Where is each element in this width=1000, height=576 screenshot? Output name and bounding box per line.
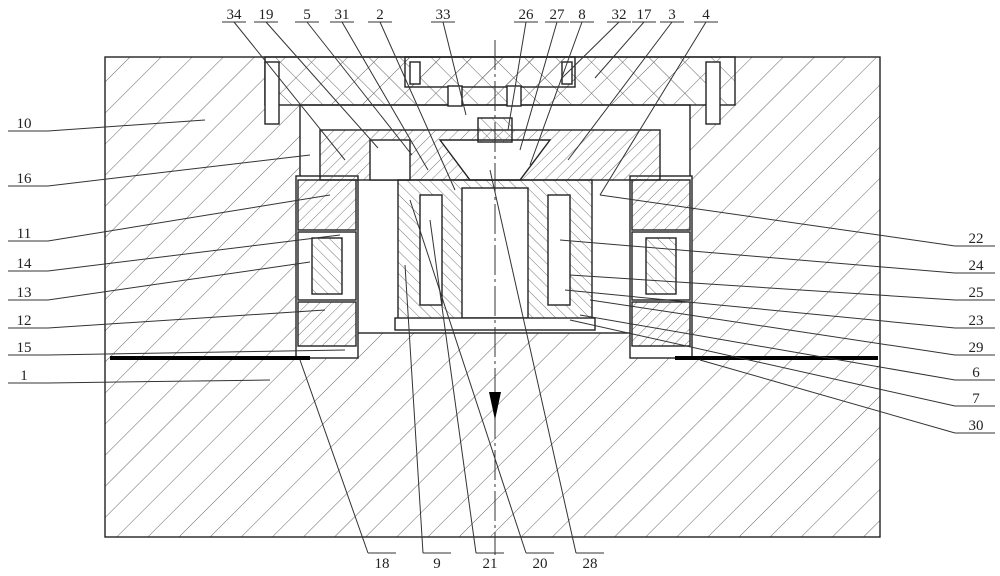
part-label-33: 33	[436, 7, 451, 23]
leader-line	[306, 21, 413, 156]
part-label-17: 17	[637, 7, 653, 23]
leader-line	[594, 21, 645, 79]
part-label-15: 15	[17, 340, 32, 356]
part-label-10: 10	[17, 116, 32, 132]
part-label-19: 19	[259, 7, 274, 23]
part-label-3: 3	[668, 7, 676, 23]
part-label-25: 25	[969, 285, 984, 301]
part-label-23: 23	[969, 313, 984, 329]
part-label-16: 16	[17, 171, 33, 187]
leader-line	[599, 21, 707, 196]
part-label-1: 1	[20, 368, 28, 384]
part-label-32: 32	[612, 7, 627, 23]
leader-line	[507, 21, 527, 131]
leader-line	[47, 119, 206, 132]
part-label-28: 28	[583, 556, 598, 572]
part-label-29: 29	[969, 340, 984, 356]
part-label-21: 21	[483, 556, 498, 572]
cover-plate	[404, 56, 576, 88]
part-label-24: 24	[969, 258, 985, 274]
part-label-9: 9	[433, 556, 441, 572]
leader-line	[47, 379, 271, 384]
part-label-6: 6	[972, 365, 980, 381]
part-label-12: 12	[17, 313, 32, 329]
leader-line	[589, 299, 956, 356]
leader-line	[429, 219, 477, 554]
part-label-30: 30	[969, 418, 984, 434]
left-ring-stack	[297, 179, 357, 347]
leader-line	[47, 194, 331, 242]
leader-line	[47, 261, 311, 301]
leader-line	[265, 21, 379, 149]
leader-line	[341, 21, 429, 171]
leader-line	[519, 21, 558, 151]
leader-line	[561, 21, 620, 79]
leader-line	[529, 21, 583, 166]
leader-line	[559, 239, 956, 274]
leader-line	[579, 314, 956, 381]
part-label-26: 26	[519, 7, 535, 23]
part-label-7: 7	[972, 391, 980, 407]
part-label-14: 14	[17, 256, 33, 272]
leader-line	[47, 349, 346, 356]
part-label-4: 4	[702, 7, 710, 23]
part-label-31: 31	[335, 7, 350, 23]
part-label-13: 13	[17, 285, 32, 301]
leader-line	[699, 359, 956, 434]
part-label-18: 18	[375, 556, 390, 572]
leader-line	[599, 194, 956, 247]
part-label-8: 8	[578, 7, 586, 23]
part-label-20: 20	[533, 556, 548, 572]
leader-line	[299, 359, 369, 554]
part-label-34: 34	[227, 7, 243, 23]
part-label-27: 27	[550, 7, 566, 23]
part-label-5: 5	[303, 7, 311, 23]
parting-lines	[110, 356, 878, 360]
leader-line	[567, 21, 673, 161]
leader-line	[569, 274, 956, 301]
leader-line	[47, 309, 326, 329]
leader-line	[569, 319, 956, 407]
leader-line	[489, 169, 577, 554]
leader-line	[442, 21, 467, 116]
leader-line	[379, 21, 456, 191]
part-label-11: 11	[17, 226, 31, 242]
leader-line	[409, 199, 527, 554]
leader-line	[47, 234, 341, 272]
leader-line	[47, 154, 311, 187]
part-label-22: 22	[969, 231, 984, 247]
part-label-2: 2	[376, 7, 384, 23]
direction-arrow-icon	[489, 392, 501, 420]
leader-line	[404, 264, 424, 554]
leader-line	[233, 21, 346, 161]
right-ring-stack	[631, 179, 691, 347]
leader-line	[564, 289, 956, 329]
